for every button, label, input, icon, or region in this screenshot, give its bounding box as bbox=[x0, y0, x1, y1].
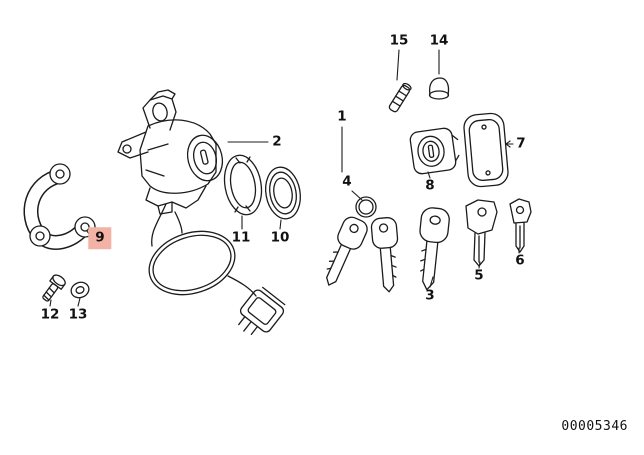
callout-1[interactable]: 1 bbox=[337, 108, 347, 125]
callout-13[interactable]: 13 bbox=[68, 306, 88, 323]
callout-3[interactable]: 3 bbox=[425, 287, 435, 304]
key-blank-6-drawing bbox=[509, 198, 532, 253]
callout-6[interactable]: 6 bbox=[515, 252, 525, 269]
callout-9[interactable]: 9 bbox=[95, 229, 105, 246]
bolt-12-drawing bbox=[42, 274, 66, 302]
callout-15[interactable]: 15 bbox=[389, 32, 409, 49]
ring-11-drawing bbox=[223, 154, 263, 216]
callout-box-9[interactable]: 9 bbox=[88, 227, 112, 249]
callout-10[interactable]: 10 bbox=[270, 229, 290, 246]
callout-4[interactable]: 4 bbox=[342, 173, 352, 190]
callout-12[interactable]: 12 bbox=[40, 306, 60, 323]
key-3-drawing bbox=[419, 207, 450, 291]
cover-7-drawing bbox=[463, 112, 509, 188]
pin-15-drawing bbox=[388, 82, 412, 113]
bracket-9-drawing bbox=[23, 163, 96, 250]
wiring-harness-drawing bbox=[148, 203, 286, 336]
callout-14[interactable]: 14 bbox=[429, 32, 449, 49]
washer-13-drawing bbox=[70, 281, 90, 299]
ignition-lock-assembly-drawing bbox=[117, 89, 224, 215]
key-blank-5-drawing bbox=[465, 199, 498, 267]
callout-2[interactable]: 2 bbox=[272, 133, 282, 150]
doc-number: 00005346 bbox=[561, 419, 628, 434]
ring-10-drawing bbox=[265, 166, 301, 220]
callout-8[interactable]: 8 bbox=[425, 177, 435, 194]
key-set-drawing bbox=[326, 196, 399, 293]
lock-cylinder-8-drawing bbox=[409, 127, 460, 175]
callout-11[interactable]: 11 bbox=[231, 229, 251, 246]
cap-14-drawing bbox=[428, 77, 450, 100]
callout-5[interactable]: 5 bbox=[474, 267, 484, 284]
callout-7[interactable]: 7 bbox=[516, 135, 526, 152]
